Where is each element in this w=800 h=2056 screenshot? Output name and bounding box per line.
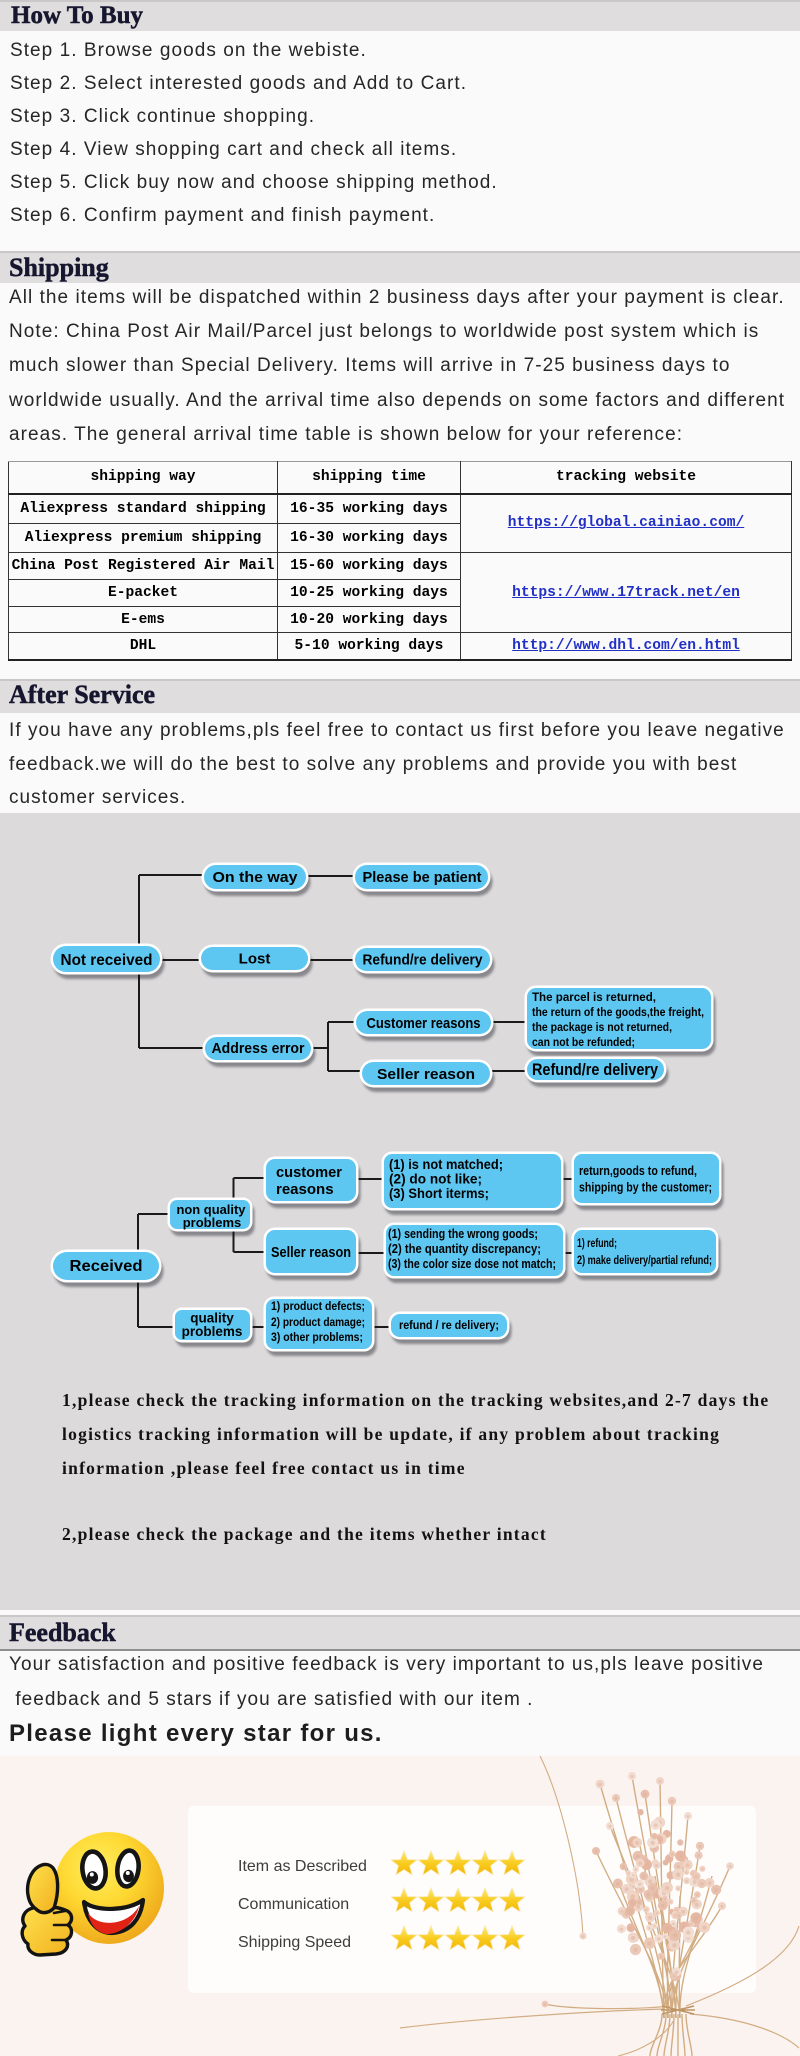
- svg-text:Refund/re delivery: Refund/re delivery: [363, 952, 484, 969]
- svg-text:Customer reasons: Customer reasons: [367, 1015, 481, 1032]
- svg-text:Not received: Not received: [61, 952, 153, 969]
- svg-text:non quality: non quality: [177, 1202, 247, 1217]
- svg-text:On the way: On the way: [213, 869, 299, 886]
- svg-text:Shipping Speed: Shipping Speed: [238, 1934, 351, 1951]
- svg-text:the package is not returned,: the package is not returned,: [532, 1022, 672, 1034]
- svg-text:problems: problems: [182, 1324, 243, 1339]
- svg-text:reasons: reasons: [276, 1181, 334, 1198]
- svg-text:(2) do not like;: (2) do not like;: [389, 1171, 482, 1187]
- svg-text:Address error: Address error: [212, 1040, 305, 1057]
- svg-text:return,goods to refund,: return,goods to refund,: [579, 1164, 697, 1178]
- svg-text:The parcel is returned,: The parcel is returned,: [532, 992, 656, 1004]
- svg-text:Lost: Lost: [239, 951, 271, 968]
- svg-text:(1) sending the wrong goods;: (1) sending the wrong goods;: [388, 1227, 538, 1241]
- svg-text:(2) the quantity discrepancy;: (2) the quantity discrepancy;: [388, 1242, 541, 1256]
- svg-text:customer: customer: [276, 1164, 342, 1181]
- svg-text:Item as Described: Item as Described: [238, 1858, 367, 1875]
- svg-text:quality: quality: [190, 1311, 234, 1326]
- svg-text:2) product damage;: 2) product damage;: [271, 1317, 365, 1329]
- svg-text:1) refund;: 1) refund;: [577, 1236, 617, 1250]
- svg-text:the return of the goods,the fr: the return of the goods,the freight,: [532, 1007, 704, 1019]
- svg-text:Refund/re delivery: Refund/re delivery: [532, 1060, 658, 1079]
- svg-text:Communication: Communication: [238, 1896, 349, 1913]
- svg-text:2) make delivery/partial refun: 2) make delivery/partial refund;: [577, 1253, 712, 1267]
- svg-text:1) product defects;: 1) product defects;: [271, 1301, 365, 1313]
- svg-text:3) other problems;: 3) other problems;: [271, 1332, 363, 1344]
- svg-text:(1) is not matched;: (1) is not matched;: [389, 1156, 503, 1172]
- svg-text:(3) Short iterms;: (3) Short iterms;: [389, 1185, 489, 1201]
- svg-text:Please be patient: Please be patient: [363, 869, 482, 886]
- svg-text:problems: problems: [183, 1215, 242, 1230]
- svg-text:Seller reason: Seller reason: [377, 1066, 475, 1083]
- svg-text:shipping by the customer;: shipping by the customer;: [579, 1181, 712, 1195]
- svg-text:Seller reason: Seller reason: [271, 1244, 351, 1261]
- svg-text:Received: Received: [70, 1258, 143, 1275]
- svg-text:(3) the color size dose not ma: (3) the color size dose not match;: [388, 1257, 556, 1271]
- svg-text:refund / re delivery;: refund / re delivery;: [399, 1318, 499, 1332]
- svg-text:can not be refunded;: can not be refunded;: [532, 1037, 635, 1049]
